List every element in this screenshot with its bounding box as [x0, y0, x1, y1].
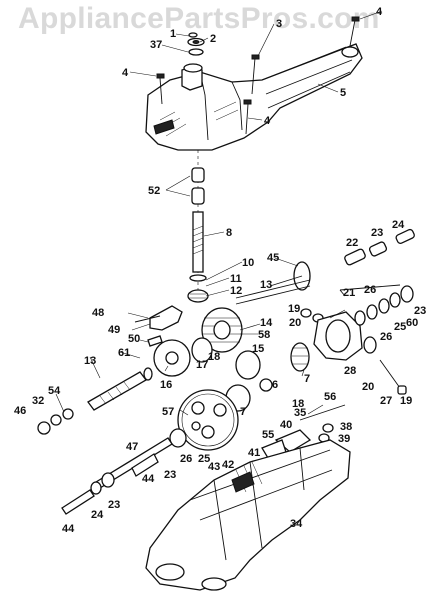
part-label-23: 23: [371, 227, 383, 239]
part-label-16: 16: [160, 379, 172, 391]
leader-lines: [55, 10, 383, 416]
part-label-26: 26: [364, 284, 376, 296]
part-label-5: 5: [340, 87, 346, 99]
part-label-27: 27: [380, 395, 392, 407]
part-label-18: 18: [292, 398, 304, 410]
part-label-2: 2: [210, 33, 216, 45]
part-label-39: 39: [338, 433, 350, 445]
part-label-49: 49: [108, 324, 120, 336]
part-label-32: 32: [32, 395, 44, 407]
part-label-19: 19: [400, 395, 412, 407]
part-label-56: 56: [324, 391, 336, 403]
part-label-41: 41: [248, 447, 260, 459]
part-label-50: 50: [128, 333, 140, 345]
upper-axle-housing: [145, 43, 363, 151]
part-label-1: 1: [170, 28, 176, 40]
part-label-24: 24: [392, 219, 405, 231]
part-label-6: 6: [272, 379, 278, 391]
part-label-23: 23: [108, 499, 120, 511]
part-label-24: 24: [91, 509, 104, 521]
part-label-44: 44: [62, 523, 75, 535]
part-label-7: 7: [240, 406, 246, 418]
part-label-35: 35: [294, 407, 306, 419]
part-label-44: 44: [142, 473, 155, 485]
part-label-3: 3: [276, 18, 282, 30]
part-label-19: 19: [288, 303, 300, 315]
lower-shaft-44: [61, 437, 173, 515]
part-label-17: 17: [196, 359, 208, 371]
part-label-23: 23: [164, 469, 176, 481]
part-label-20: 20: [289, 317, 301, 329]
part-label-26: 26: [180, 453, 192, 465]
watermark: AppliancePartsPros.com: [18, 2, 380, 35]
part-label-12: 12: [230, 285, 242, 297]
top-washers: [187, 32, 205, 56]
part-label-25: 25: [394, 321, 406, 333]
part-label-45: 45: [267, 252, 279, 264]
right-shaft-parts: [339, 228, 415, 297]
part-label-42: 42: [222, 459, 234, 471]
part-label-61: 61: [118, 347, 130, 359]
part-label-28: 28: [344, 365, 356, 377]
part-label-23: 23: [414, 305, 426, 317]
part-label-7: 7: [304, 373, 310, 385]
lower-case: [145, 439, 351, 591]
part-label-11: 11: [230, 273, 242, 285]
part-label-55: 55: [262, 429, 274, 441]
input-shaft: [37, 367, 153, 435]
part-label-10: 10: [242, 257, 254, 269]
part-label-8: 8: [226, 227, 232, 239]
part-label-34: 34: [290, 518, 303, 530]
part-label-37: 37: [150, 39, 162, 51]
part-label-22: 22: [346, 237, 358, 249]
shift-fork: [134, 305, 183, 347]
part-label-57: 57: [162, 406, 174, 418]
part-label-58: 58: [258, 329, 270, 341]
part-label-43: 43: [208, 461, 220, 473]
part-label-15: 15: [252, 343, 264, 355]
part-label-52: 52: [148, 185, 160, 197]
part-label-47: 47: [126, 441, 138, 453]
part-label-25: 25: [198, 453, 210, 465]
part-label-4: 4: [122, 67, 129, 79]
part-label-4: 4: [376, 6, 383, 18]
part-label-13: 13: [84, 355, 96, 367]
part-label-4: 4: [264, 115, 271, 127]
part-label-40: 40: [280, 419, 292, 431]
part-label-21: 21: [343, 287, 355, 299]
part-label-13: 13: [260, 279, 272, 291]
part-label-20: 20: [362, 381, 374, 393]
large-gear-57: [169, 389, 239, 451]
part-label-38: 38: [340, 421, 352, 433]
gear-cluster: [153, 279, 324, 412]
part-label-26: 26: [380, 331, 392, 343]
part-label-18: 18: [208, 351, 220, 363]
pinion-gear: [187, 289, 209, 303]
part-label-14: 14: [260, 317, 273, 329]
part-label-48: 48: [92, 307, 104, 319]
bolts: [156, 16, 360, 135]
part-label-46: 46: [14, 405, 26, 417]
gear-45: [269, 261, 311, 291]
part-label-60: 60: [406, 317, 418, 329]
bearings-and-shaft: [189, 150, 207, 300]
differential-housing: [313, 285, 414, 395]
part-labels: 1 2 3 4 4 4 5 37 52 8 10 11 12 45 22 23 …: [14, 6, 426, 535]
part-label-54: 54: [48, 385, 61, 397]
